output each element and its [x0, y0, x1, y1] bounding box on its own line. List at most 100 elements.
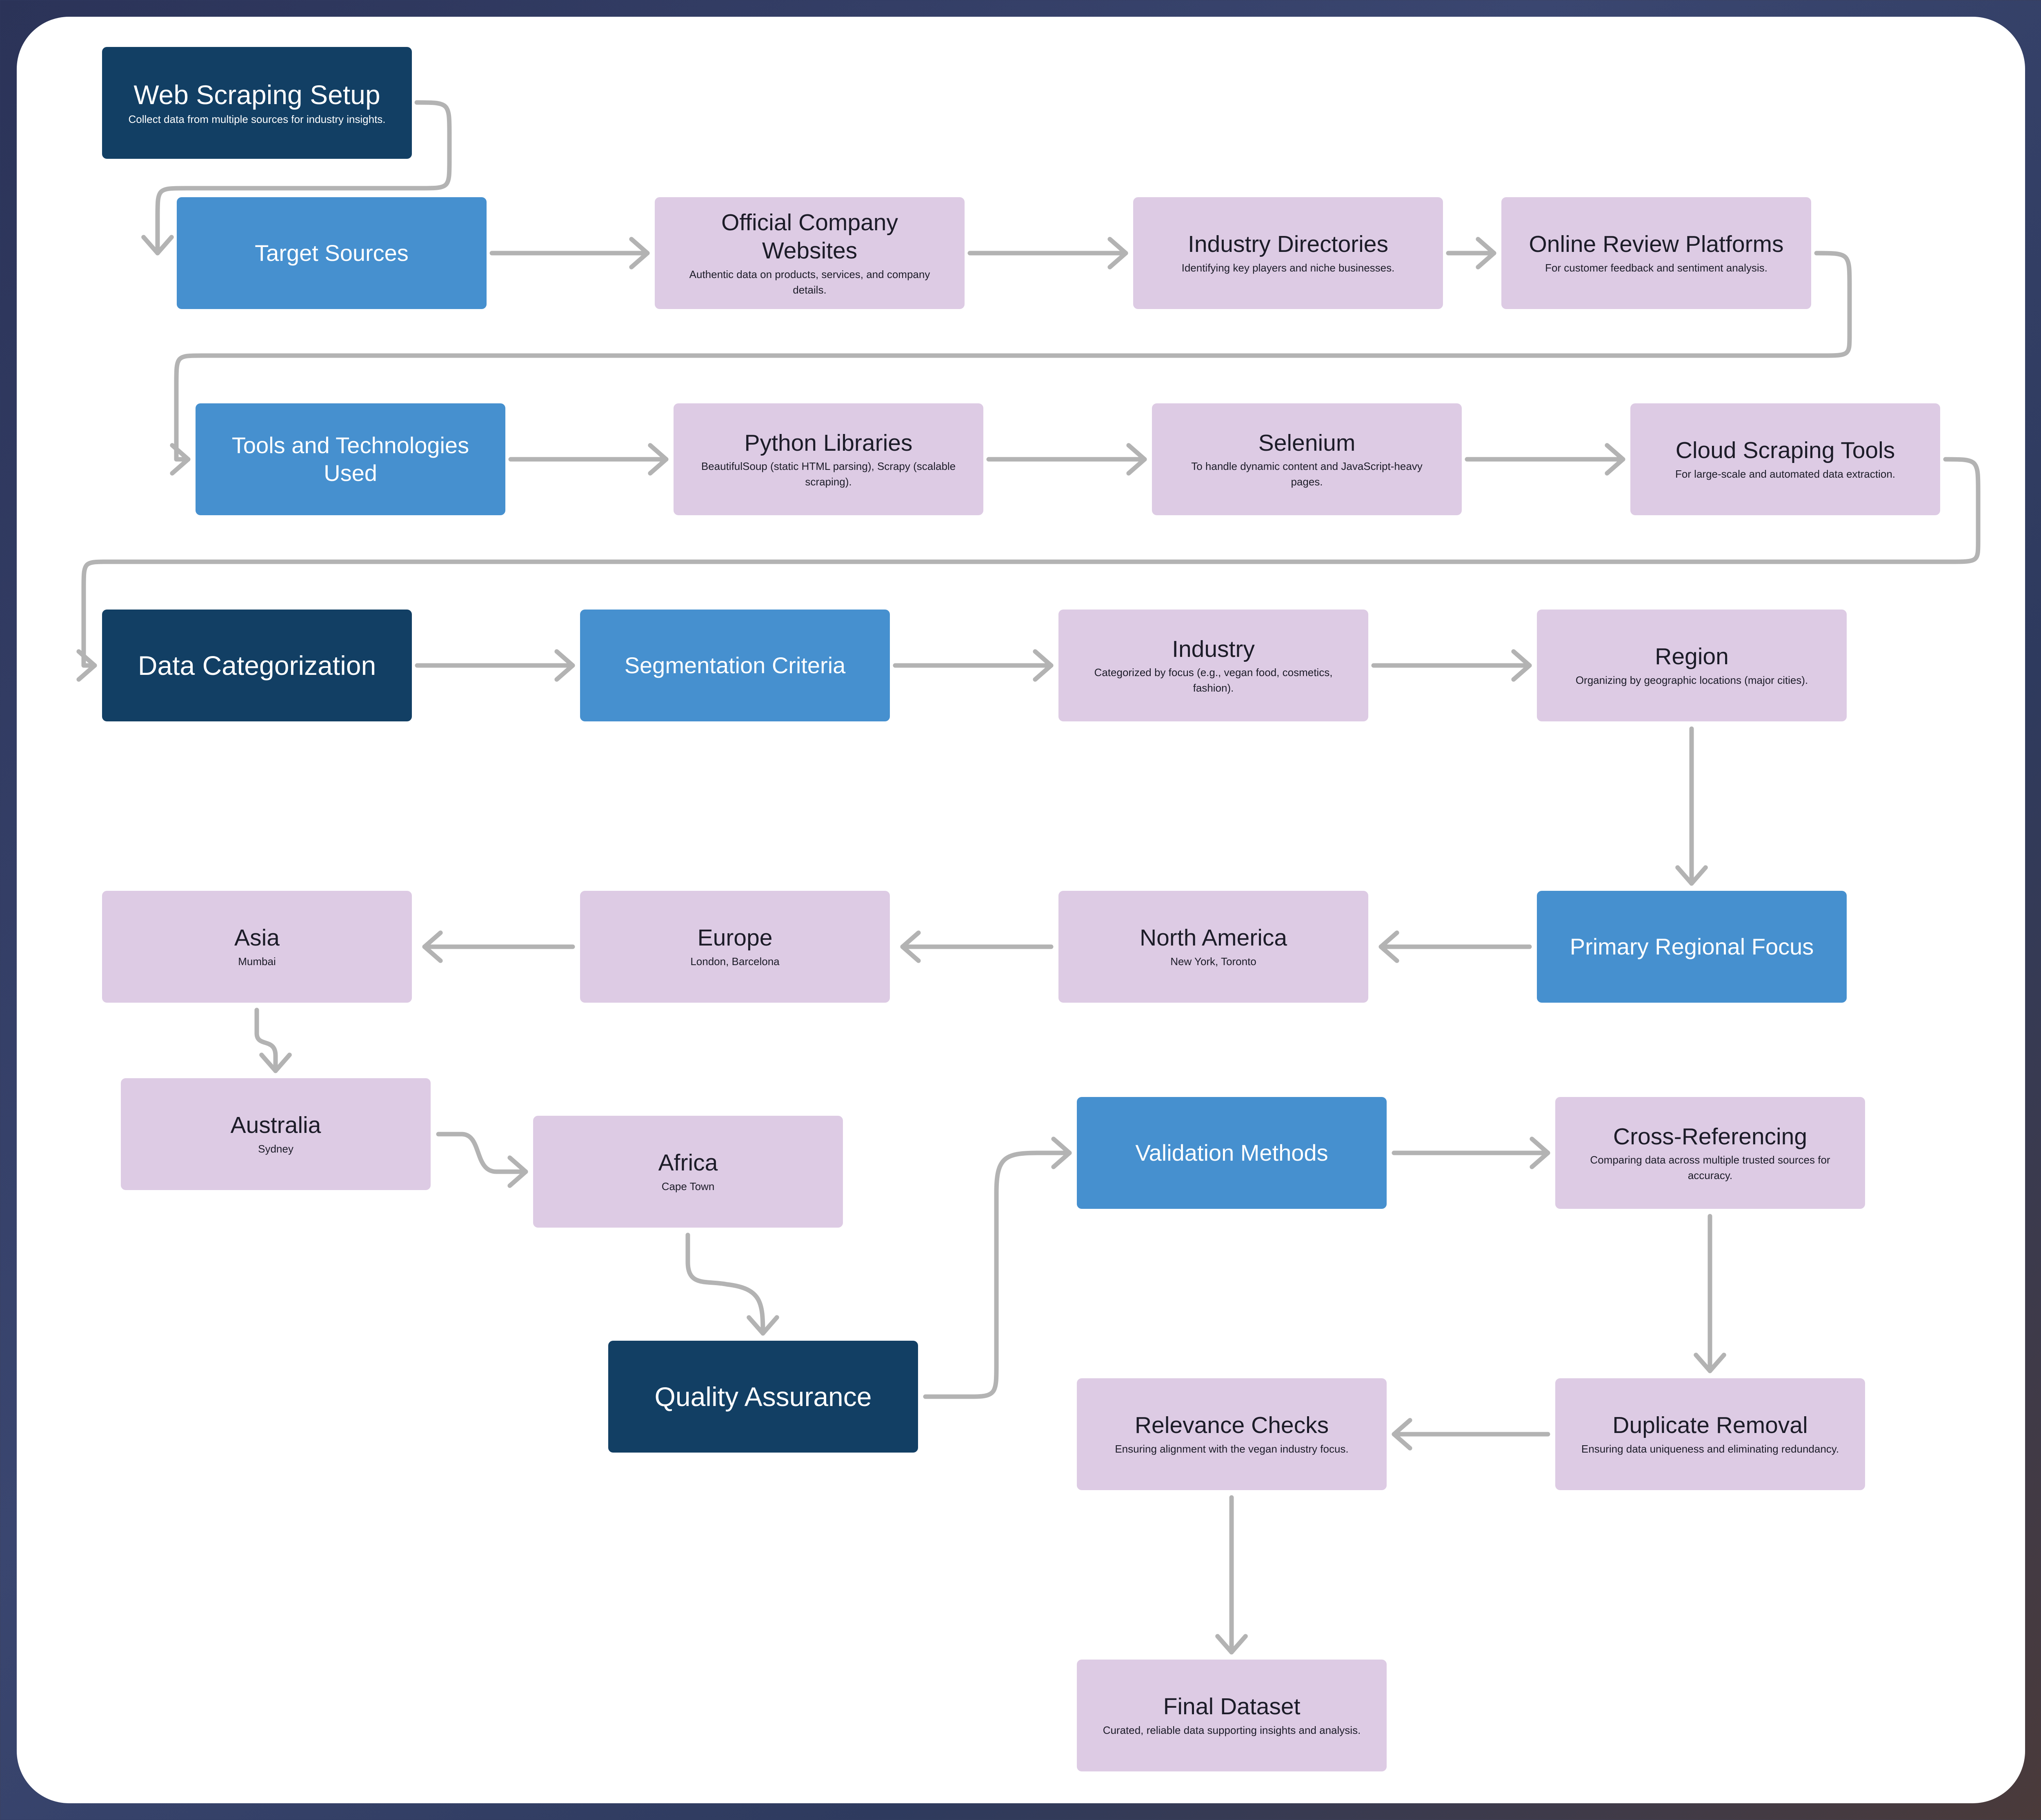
node-subtitle: Comparing data across multiple trusted s…	[1590, 1154, 1830, 1181]
arrowhead-icon	[1530, 1137, 1550, 1169]
diagram-canvas: Web Scraping Setup Collect data from mul…	[17, 17, 2025, 1803]
node-subtitle: Sydney	[258, 1142, 293, 1155]
node-title: North America	[1139, 925, 1287, 951]
node-title: Quality Assurance	[654, 1381, 872, 1412]
arrowhead-icon	[422, 930, 443, 963]
arrowhead-icon	[141, 235, 174, 256]
node-subtitle: For large-scale and automated data extra…	[1675, 467, 1896, 480]
node-subtitle: Cape Town	[661, 1180, 715, 1193]
node-subtitle: Identifying key players and niche busine…	[1181, 261, 1395, 274]
node-title: Primary Regional Focus	[1570, 933, 1814, 959]
conn-qa-to-validation	[923, 1150, 1072, 1399]
node-title: Target Sources	[255, 240, 409, 266]
cross-referencing-node[interactable]: Cross-Referencing Comparing data across …	[1555, 1097, 1865, 1209]
duplicate-removal-node[interactable]: Duplicate Removal Ensuring data uniquene…	[1555, 1378, 1865, 1490]
final-dataset-node[interactable]: Final Dataset Curated, reliable data sup…	[1077, 1660, 1387, 1771]
validation-methods-node[interactable]: Validation Methods	[1077, 1097, 1387, 1209]
europe-node[interactable]: Europe London, Barcelona	[580, 891, 890, 1003]
node-title: Relevance Checks	[1134, 1412, 1329, 1439]
tools-and-technologies-node[interactable]: Tools and Technologies Used	[196, 403, 505, 515]
node-subtitle: To handle dynamic content and JavaScript…	[1191, 460, 1423, 488]
arrowhead-icon	[1378, 930, 1399, 963]
conn-cloud-to-categorization	[81, 457, 1981, 668]
arrowhead-icon	[1033, 649, 1054, 682]
asia-node[interactable]: Asia Mumbai	[102, 891, 412, 1003]
arrowhead-icon	[1126, 443, 1147, 476]
data-categorization-node[interactable]: Data Categorization	[102, 610, 412, 721]
node-title: Duplicate Removal	[1612, 1412, 1808, 1439]
node-title: Segmentation Criteria	[624, 652, 846, 678]
node-title: Asia	[234, 925, 280, 951]
arrowhead-icon	[507, 1155, 528, 1188]
node-title: Region	[1655, 643, 1729, 670]
node-subtitle: For customer feedback and sentiment anal…	[1545, 261, 1768, 274]
arrowhead-icon	[629, 237, 650, 269]
node-subtitle: BeautifulSoup (static HTML parsing), Scr…	[701, 460, 956, 488]
node-title: Cloud Scraping Tools	[1675, 437, 1895, 464]
conn-africa-to-qa	[685, 1233, 765, 1336]
quality-assurance-node[interactable]: Quality Assurance	[608, 1341, 918, 1453]
web-scraping-setup-node[interactable]: Web Scraping Setup Collect data from mul…	[102, 47, 412, 159]
node-title: Industry Directories	[1188, 231, 1388, 258]
node-subtitle: Ensuring data uniqueness and eliminating…	[1581, 1442, 1839, 1455]
arrowhead-icon	[259, 1052, 292, 1073]
arrowhead-icon	[1215, 1634, 1248, 1655]
online-review-platforms-node[interactable]: Online Review Platforms For customer fee…	[1501, 197, 1811, 309]
arrowhead-icon	[648, 443, 669, 476]
connectors	[76, 100, 1981, 1655]
arrowhead-icon	[170, 443, 191, 476]
conn-setup-to-target	[155, 100, 452, 256]
arrowhead-icon	[747, 1315, 779, 1336]
node-title: Europe	[697, 925, 773, 951]
node-title: Cross-Referencing	[1613, 1123, 1808, 1150]
node-title: Australia	[230, 1112, 321, 1139]
arrowhead-icon	[1605, 443, 1625, 476]
selenium-node[interactable]: Selenium To handle dynamic content and J…	[1152, 403, 1462, 515]
north-america-node[interactable]: North America New York, Toronto	[1058, 891, 1368, 1003]
node-subtitle: Organizing by geographic locations (majo…	[1575, 674, 1808, 686]
node-title: Official Company Websites	[721, 209, 898, 264]
node-subtitle: Mumbai	[238, 955, 276, 968]
node-title: Web Scraping Setup	[133, 79, 380, 110]
arrowhead-icon	[1392, 1418, 1412, 1451]
node-title: Selenium	[1258, 429, 1356, 456]
arrowhead-icon	[1694, 1353, 1726, 1373]
arrowhead-icon	[554, 649, 575, 682]
node-title: Data Categorization	[138, 650, 376, 681]
australia-node[interactable]: Australia Sydney	[121, 1078, 431, 1190]
conn-australia-to-africa	[436, 1132, 528, 1174]
arrowhead-icon	[900, 930, 921, 963]
node-title: Validation Methods	[1135, 1139, 1328, 1166]
conn-review-to-tools	[174, 251, 1852, 462]
node-title: Online Review Platforms	[1529, 231, 1784, 258]
node-subtitle: London, Barcelona	[690, 955, 780, 968]
node-subtitle: Categorized by focus (e.g., vegan food, …	[1094, 666, 1333, 694]
node-title: Python Libraries	[744, 429, 913, 456]
node-subtitle: New York, Toronto	[1170, 955, 1256, 968]
arrowhead-icon	[1511, 649, 1532, 682]
node-title: Final Dataset	[1163, 1693, 1301, 1720]
cloud-scraping-tools-node[interactable]: Cloud Scraping Tools For large-scale and…	[1630, 403, 1940, 515]
conn-asia-to-australia	[254, 1008, 278, 1073]
industry-directories-node[interactable]: Industry Directories Identifying key pla…	[1133, 197, 1443, 309]
africa-node[interactable]: Africa Cape Town	[533, 1116, 843, 1228]
arrowhead-icon	[1107, 237, 1128, 269]
relevance-checks-node[interactable]: Relevance Checks Ensuring alignment with…	[1077, 1378, 1387, 1490]
arrowhead-icon	[1675, 865, 1708, 886]
node-subtitle: Ensuring alignment with the vegan indust…	[1115, 1442, 1349, 1455]
node-title: Tools and Technologies Used	[231, 432, 469, 486]
node-title: Industry	[1172, 636, 1255, 662]
segmentation-criteria-node[interactable]: Segmentation Criteria	[580, 610, 890, 721]
node-subtitle: Collect data from multiple sources for i…	[128, 113, 386, 126]
arrowhead-icon	[1476, 237, 1496, 269]
region-node[interactable]: Region Organizing by geographic location…	[1537, 610, 1847, 721]
node-title: Africa	[658, 1150, 718, 1176]
official-company-websites-node[interactable]: Official Company Websites Authentic data…	[655, 197, 965, 309]
industry-node[interactable]: Industry Categorized by focus (e.g., veg…	[1058, 610, 1368, 721]
node-subtitle: Curated, reliable data supporting insigh…	[1103, 1724, 1361, 1736]
target-sources-node[interactable]: Target Sources	[177, 197, 487, 309]
arrowhead-icon	[76, 649, 97, 682]
python-libraries-node[interactable]: Python Libraries BeautifulSoup (static H…	[674, 403, 983, 515]
primary-regional-focus-node[interactable]: Primary Regional Focus	[1537, 891, 1847, 1003]
arrowhead-icon	[1051, 1137, 1072, 1169]
